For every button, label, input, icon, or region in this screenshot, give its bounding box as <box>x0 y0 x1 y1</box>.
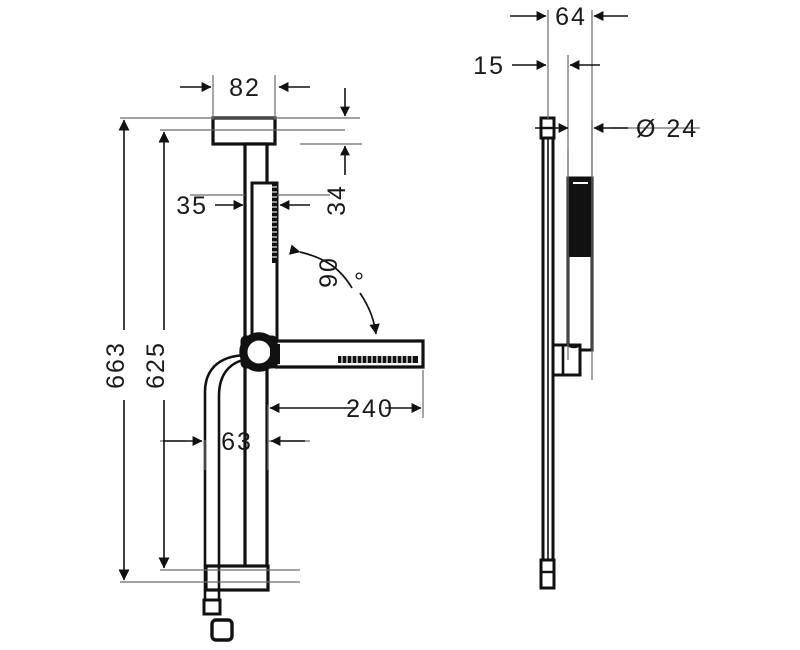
dim-34: 34 <box>323 88 351 216</box>
dim-82: 82 <box>180 74 310 102</box>
dim-64: 64 <box>510 3 628 31</box>
slide-bar-lower <box>243 347 269 583</box>
dim-663: 663 <box>102 119 130 581</box>
dim-63: 63 <box>163 428 305 456</box>
dim-label-663: 663 <box>102 341 130 389</box>
side-holder-bracket <box>551 343 582 377</box>
dim-15: 15 <box>473 52 600 80</box>
dim-label-degree-symbol: ° <box>354 268 366 296</box>
dim-label-34: 34 <box>323 184 351 216</box>
dim-35: 35 <box>176 192 310 220</box>
hose-connector-upper <box>202 598 222 616</box>
dim-625: 625 <box>142 131 170 569</box>
dimension-lines-front: 82 35 34 663 625 63 <box>102 74 424 583</box>
angle-arc-lower <box>359 292 380 335</box>
dim-label-63: 63 <box>221 428 253 456</box>
dim-label-15: 15 <box>473 52 505 80</box>
shower-spray-face <box>338 356 418 363</box>
side-view <box>539 116 594 590</box>
dim-label-240: 240 <box>346 395 394 423</box>
extension-lines-side <box>547 10 700 380</box>
angle-arc-upper <box>289 244 353 289</box>
dim-label-35: 35 <box>176 192 208 220</box>
front-view <box>202 116 425 642</box>
rail-teeth <box>272 183 277 263</box>
dim-label-82: 82 <box>229 74 261 102</box>
angle-annotation-90: 90 ° <box>289 244 380 335</box>
extension-lines <box>120 75 424 583</box>
dim-diameter-24: Ø 24 <box>535 115 698 143</box>
top-wall-bracket <box>211 116 277 146</box>
hose-end-fitting <box>210 618 234 642</box>
side-bottom-bracket <box>539 558 556 590</box>
shower-neck <box>270 344 280 364</box>
dim-label-90: 90 <box>315 256 343 288</box>
slider-joint-bore <box>244 337 274 367</box>
dim-label-625: 625 <box>142 341 170 389</box>
hand-shower <box>270 339 425 369</box>
dim-label-diameter-24: Ø 24 <box>636 115 698 143</box>
side-shower-grip <box>569 179 591 257</box>
dimension-lines-side: 64 15 Ø 24 <box>473 3 700 380</box>
dim-label-64: 64 <box>555 3 587 31</box>
dim-240: 240 <box>269 395 422 423</box>
